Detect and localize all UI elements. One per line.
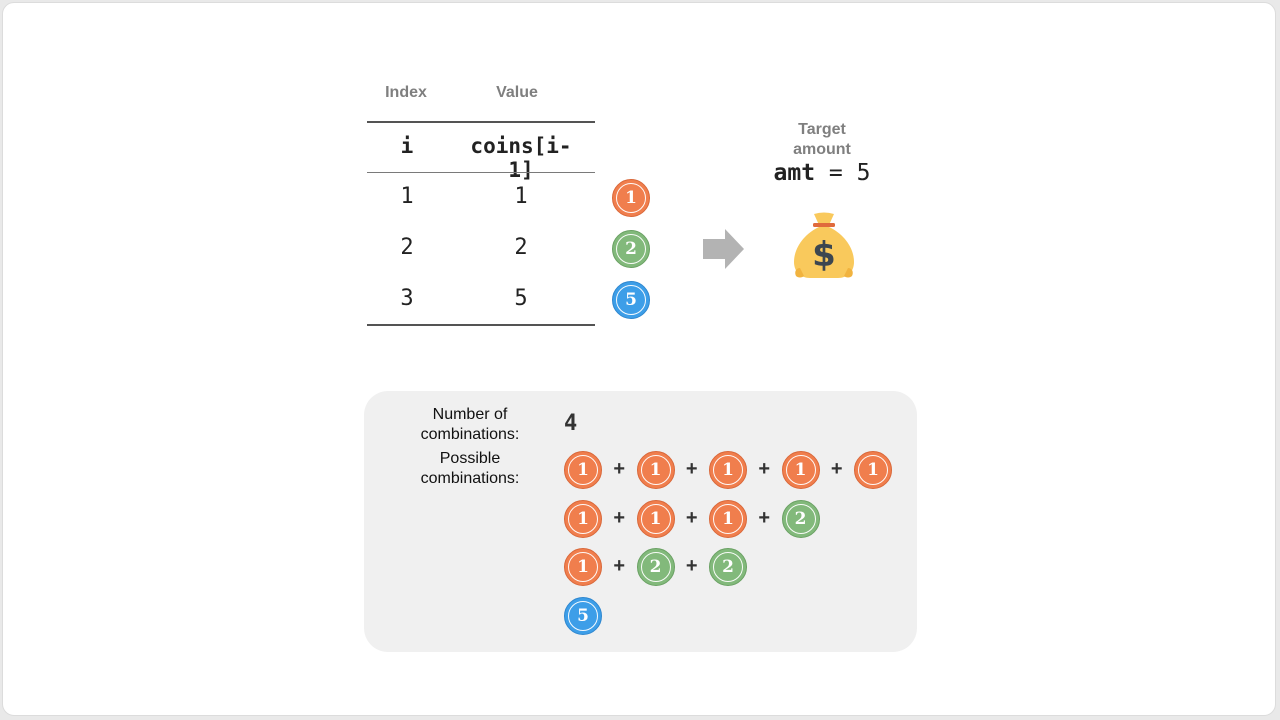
- coin-1-icon: 1: [612, 179, 650, 217]
- count-label-line2: combinations:: [420, 426, 520, 443]
- coin-1-icon: 1: [636, 499, 675, 538]
- combinations-label: Possible combinations:: [390, 449, 550, 489]
- coin-1-icon: 1: [564, 499, 602, 538]
- coin-1-icon: 1: [564, 548, 602, 586]
- plus-sign: +: [685, 506, 698, 529]
- plus-sign: +: [613, 555, 626, 577]
- header-i: i: [400, 134, 414, 158]
- table-top-rule: [367, 121, 595, 123]
- coin-2-icon: 2: [781, 499, 820, 538]
- target-caption-line2: amount: [793, 141, 851, 158]
- count-value: 4: [564, 411, 578, 436]
- target-value: 5: [856, 160, 871, 186]
- header-coins: coins[i-1]: [470, 134, 572, 182]
- coin-1-icon: 1: [709, 499, 747, 538]
- target-caption: Target amount: [762, 120, 882, 160]
- index-column-caption: Index: [385, 84, 427, 101]
- value-column-caption: Value: [496, 84, 538, 101]
- coin-1-icon: 1: [709, 451, 747, 489]
- row-2-index: 2: [400, 235, 414, 260]
- coin-5-icon: 5: [564, 596, 602, 635]
- target-eq: =: [828, 160, 843, 186]
- coin-1-icon: 1: [854, 451, 892, 489]
- combinations-label-line1: Possible: [439, 450, 501, 467]
- money-bag-icon: $: [794, 212, 854, 278]
- row-3-index: 3: [400, 286, 414, 311]
- row-2-value: 2: [514, 235, 528, 260]
- table-bottom-rule: [367, 324, 595, 326]
- right-arrow-icon: [703, 229, 744, 269]
- target-caption-line1: Target: [798, 121, 846, 138]
- count-label-line1: Number of: [432, 406, 508, 423]
- coin-1-icon: 1: [636, 451, 675, 489]
- row-3-value: 5: [514, 286, 528, 311]
- plus-sign: +: [685, 458, 698, 480]
- row-1-value: 1: [514, 184, 528, 209]
- coin-5-icon: 5: [612, 281, 650, 319]
- plus-sign: +: [758, 506, 771, 529]
- coin-2-icon: 2: [612, 230, 650, 268]
- coin-2-icon: 2: [709, 548, 747, 586]
- plus-sign: +: [758, 458, 771, 480]
- svg-text:$: $: [812, 235, 836, 275]
- plus-sign: +: [685, 555, 698, 577]
- target-expression: amt = 5: [752, 160, 892, 186]
- plus-sign: +: [613, 506, 626, 529]
- coin-1-icon: 1: [781, 451, 820, 489]
- plus-sign: +: [613, 458, 626, 480]
- row-1-index: 1: [400, 184, 414, 209]
- count-label: Number of combinations:: [390, 405, 550, 445]
- target-var: amt: [773, 160, 816, 186]
- combinations-label-line2: combinations:: [420, 470, 520, 487]
- coin-2-icon: 2: [636, 548, 675, 586]
- table-header-rule: [367, 172, 595, 173]
- plus-sign: +: [830, 458, 843, 480]
- coin-1-icon: 1: [564, 451, 602, 489]
